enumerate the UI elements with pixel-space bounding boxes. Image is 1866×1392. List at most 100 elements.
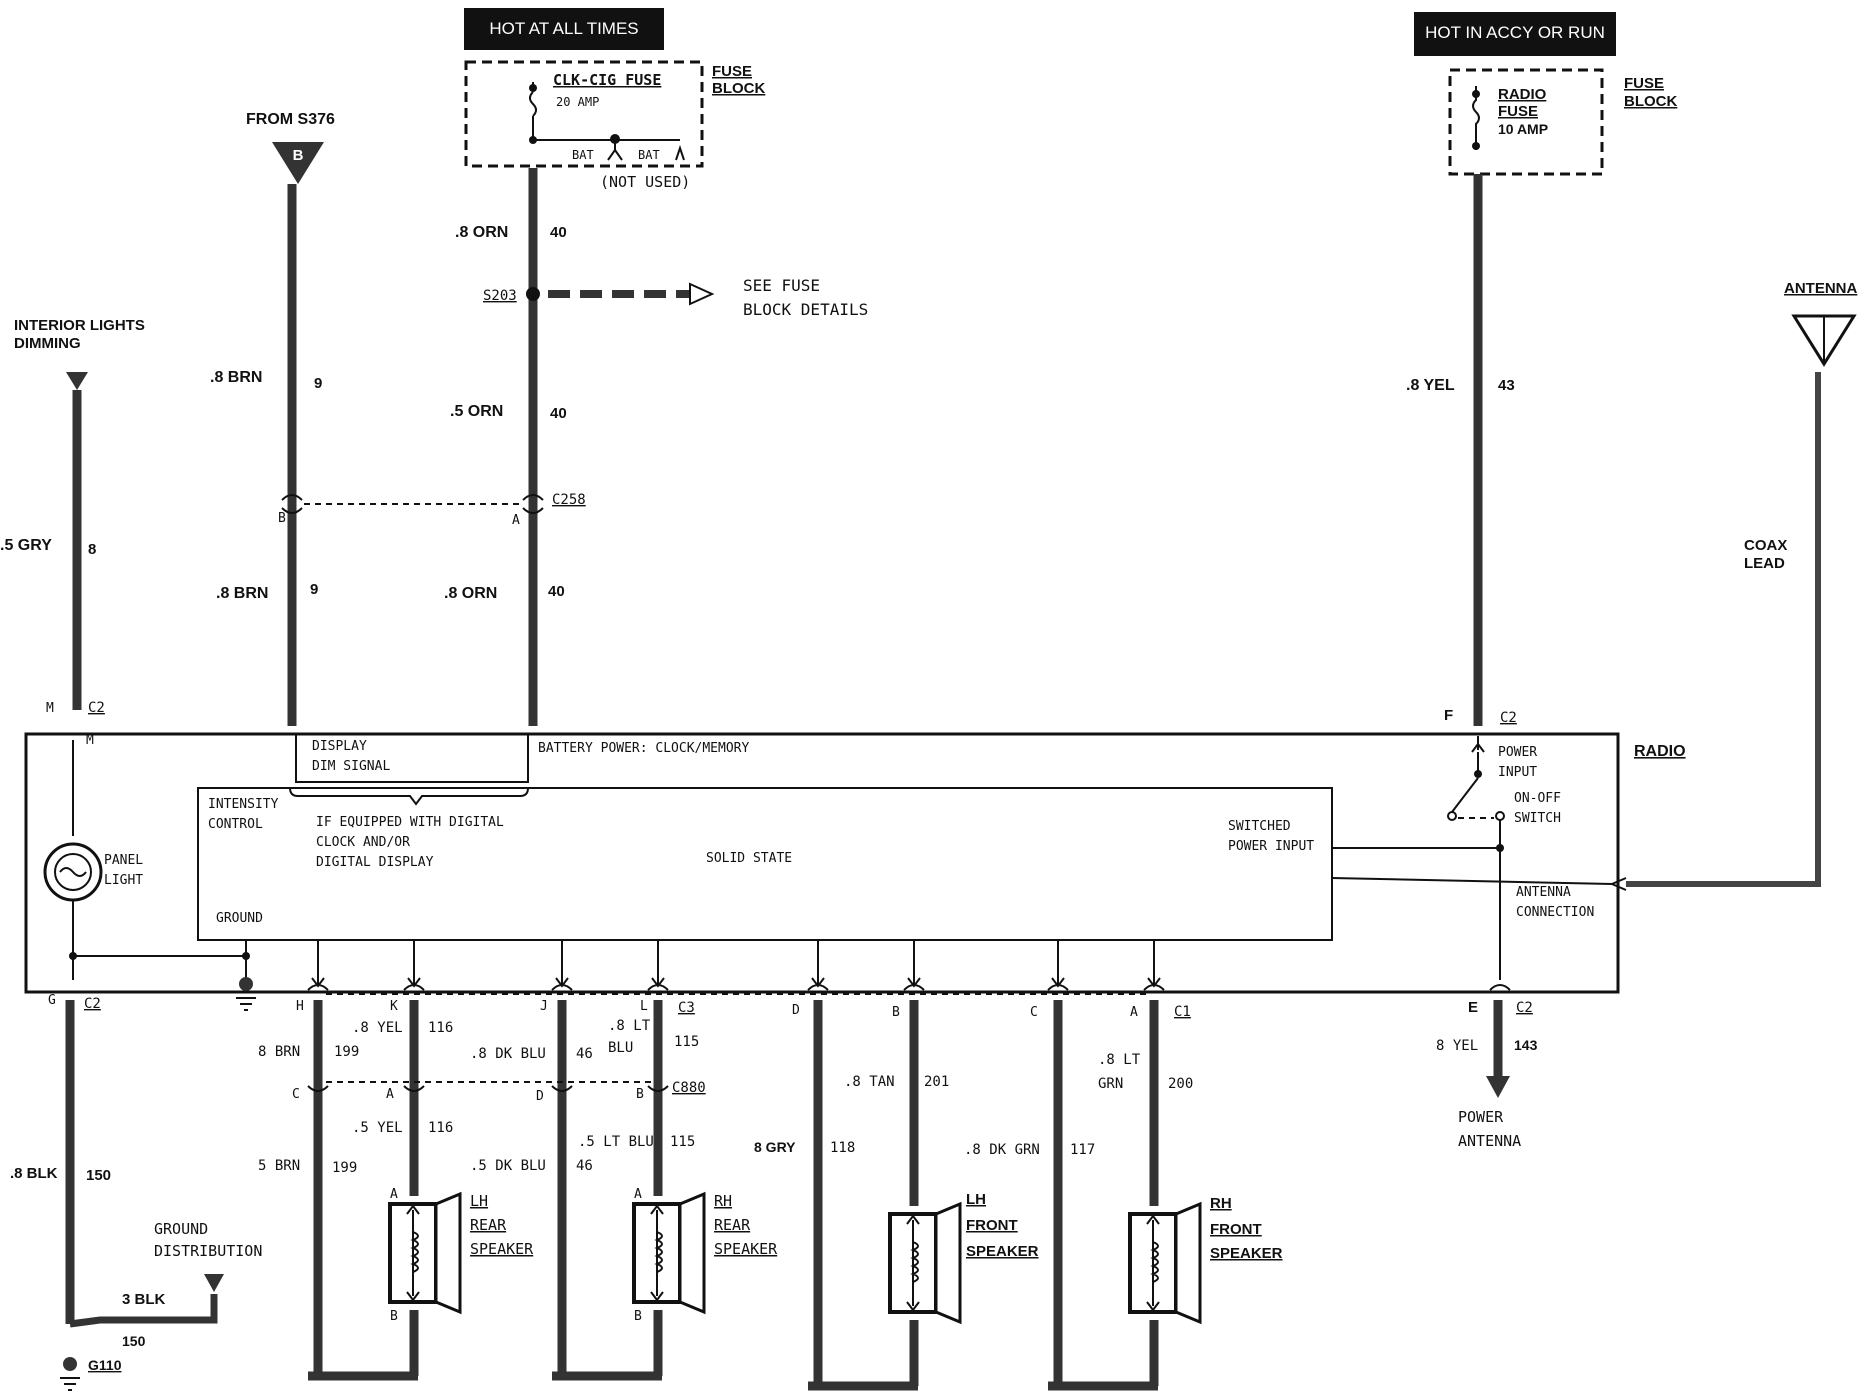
svg-text:C2: C2 <box>84 996 101 1012</box>
svg-text:.5 DK BLU: .5 DK BLU <box>470 1158 546 1174</box>
svg-text:CONNECTION: CONNECTION <box>1516 905 1594 920</box>
svg-text:B: B <box>293 147 304 164</box>
svg-text:C1: C1 <box>1174 1004 1191 1020</box>
svg-text:K: K <box>390 999 398 1014</box>
svg-text:A: A <box>390 1187 398 1202</box>
wire-40-orn: .8 ORN 40 .5 ORN 40 .8 ORN 40 <box>444 168 567 726</box>
svg-text:.8 LT: .8 LT <box>608 1018 651 1034</box>
svg-text:.8 ORN: .8 ORN <box>444 585 497 602</box>
svg-text:46: 46 <box>576 1046 593 1062</box>
svg-text:FRONT: FRONT <box>966 1217 1018 1234</box>
svg-text:116: 116 <box>428 1120 453 1136</box>
svg-text:M: M <box>86 733 94 748</box>
svg-text:DIM SIGNAL: DIM SIGNAL <box>312 759 390 774</box>
svg-text:GROUND: GROUND <box>216 911 263 926</box>
svg-text:C2: C2 <box>1516 1000 1533 1016</box>
svg-text:H: H <box>296 999 304 1014</box>
svg-text:SWITCH: SWITCH <box>1514 811 1561 826</box>
svg-text:C258: C258 <box>552 492 586 508</box>
wire-8-gry: INTERIOR LIGHTS DIMMING .5 GRY 8 M C2 <box>0 317 145 716</box>
svg-text:LH: LH <box>966 1191 986 1208</box>
hot-at-all-times-banner: HOT AT ALL TIMES <box>464 8 664 50</box>
lh-rear-speaker: A B LH REAR SPEAKER <box>388 1187 534 1324</box>
svg-text:118: 118 <box>830 1140 855 1156</box>
svg-text:IF EQUIPPED WITH DIGITAL: IF EQUIPPED WITH DIGITAL <box>316 815 504 830</box>
splice-s203: S203 SEE FUSE BLOCK DETAILS <box>483 276 868 319</box>
svg-text:.5 YEL: .5 YEL <box>352 1120 403 1136</box>
svg-text:BLOCK: BLOCK <box>712 80 765 97</box>
svg-text:A: A <box>634 1187 642 1202</box>
speaker-wires: H K J L C3 D B C A C1 C A D B C880 8 BRN… <box>258 940 1193 1391</box>
svg-text:B: B <box>892 1005 900 1020</box>
svg-text:BATTERY POWER: CLOCK/MEMORY: BATTERY POWER: CLOCK/MEMORY <box>538 741 749 756</box>
radio-unit: RADIO DISPLAY DIM SIGNAL BATTERY POWER: … <box>24 732 1686 1011</box>
svg-text:.8 LT: .8 LT <box>1098 1052 1141 1068</box>
svg-text:B: B <box>634 1309 642 1324</box>
connector-c258: B A C258 <box>278 492 586 528</box>
svg-text:115: 115 <box>674 1034 699 1050</box>
hot-in-accy-banner: HOT IN ACCY OR RUN <box>1414 12 1616 56</box>
wire-150-blk: G C2 .8 BLK 150 3 BLK 150 GROUND DISTRIB… <box>10 993 262 1391</box>
svg-text:J: J <box>540 999 548 1014</box>
svg-text:9: 9 <box>310 581 318 598</box>
svg-text:C2: C2 <box>88 700 105 716</box>
svg-text:LH: LH <box>470 1192 488 1210</box>
svg-text:8 BRN: 8 BRN <box>258 1044 300 1060</box>
svg-text:10 AMP: 10 AMP <box>1498 121 1548 137</box>
svg-text:LIGHT: LIGHT <box>104 873 143 888</box>
svg-text:SPEAKER: SPEAKER <box>966 1243 1039 1260</box>
svg-text:40: 40 <box>548 583 565 600</box>
fuse-block-left: FUSE BLOCK CLK-CIG FUSE 20 AMP BAT BAT (… <box>464 60 765 191</box>
svg-text:8 GRY: 8 GRY <box>754 1139 796 1155</box>
svg-text:RADIO: RADIO <box>1634 743 1686 760</box>
svg-text:200: 200 <box>1168 1076 1193 1092</box>
svg-text:.8 DK GRN: .8 DK GRN <box>964 1142 1040 1158</box>
svg-text:B: B <box>390 1309 398 1324</box>
svg-text:40: 40 <box>550 224 567 241</box>
svg-text:B: B <box>278 511 286 526</box>
svg-text:REAR: REAR <box>470 1216 507 1234</box>
svg-text:SPEAKER: SPEAKER <box>1210 1245 1283 1262</box>
svg-text:C3: C3 <box>678 1000 695 1016</box>
svg-text:LEAD: LEAD <box>1744 555 1785 572</box>
svg-text:POWER INPUT: POWER INPUT <box>1228 839 1314 854</box>
svg-text:RH: RH <box>1210 1195 1232 1212</box>
svg-text:POWER: POWER <box>1458 1108 1504 1126</box>
svg-text:REAR: REAR <box>714 1216 751 1234</box>
svg-text:FUSE: FUSE <box>1498 103 1538 120</box>
svg-text:A: A <box>1130 1005 1138 1020</box>
svg-text:150: 150 <box>122 1333 146 1349</box>
svg-text:DIGITAL DISPLAY: DIGITAL DISPLAY <box>316 855 434 870</box>
fuse-block-right: FUSE BLOCK RADIO FUSE 10 AMP <box>1448 68 1677 176</box>
svg-text:RADIO: RADIO <box>1498 86 1547 103</box>
svg-text:.8 BRN: .8 BRN <box>210 369 262 386</box>
svg-text:F: F <box>1444 707 1453 724</box>
svg-text:SOLID STATE: SOLID STATE <box>706 851 792 866</box>
svg-text:.8 BRN: .8 BRN <box>216 585 268 602</box>
svg-text:CLOCK AND/OR: CLOCK AND/OR <box>316 835 410 850</box>
svg-text:SEE FUSE: SEE FUSE <box>743 276 820 295</box>
svg-text:C2: C2 <box>1500 710 1517 726</box>
svg-text:40: 40 <box>550 405 567 422</box>
svg-text:RH: RH <box>714 1192 732 1210</box>
svg-text:ANTENNA: ANTENNA <box>1516 885 1571 900</box>
svg-text:43: 43 <box>1498 377 1515 394</box>
svg-text:A: A <box>386 1087 394 1102</box>
svg-text:8: 8 <box>88 541 96 558</box>
svg-text:20 AMP: 20 AMP <box>556 95 599 109</box>
svg-text:FRONT: FRONT <box>1210 1221 1262 1238</box>
svg-text:BLOCK: BLOCK <box>1624 93 1677 110</box>
svg-text:SWITCHED: SWITCHED <box>1228 819 1291 834</box>
svg-text:ON-OFF: ON-OFF <box>1514 791 1561 806</box>
svg-text:DISTRIBUTION: DISTRIBUTION <box>154 1242 262 1260</box>
svg-text:GROUND: GROUND <box>154 1220 208 1238</box>
svg-text:PANEL: PANEL <box>104 853 143 868</box>
svg-text:L: L <box>640 999 648 1014</box>
svg-text:BAT: BAT <box>572 148 594 162</box>
svg-text:HOT AT ALL TIMES: HOT AT ALL TIMES <box>489 19 638 38</box>
lh-front-speaker: LH FRONT SPEAKER <box>888 1191 1039 1325</box>
svg-text:.8 YEL: .8 YEL <box>352 1020 403 1036</box>
svg-text:.5 ORN: .5 ORN <box>450 403 503 420</box>
svg-text:.5 GRY: .5 GRY <box>0 537 52 554</box>
svg-text:INTENSITY: INTENSITY <box>208 797 279 812</box>
